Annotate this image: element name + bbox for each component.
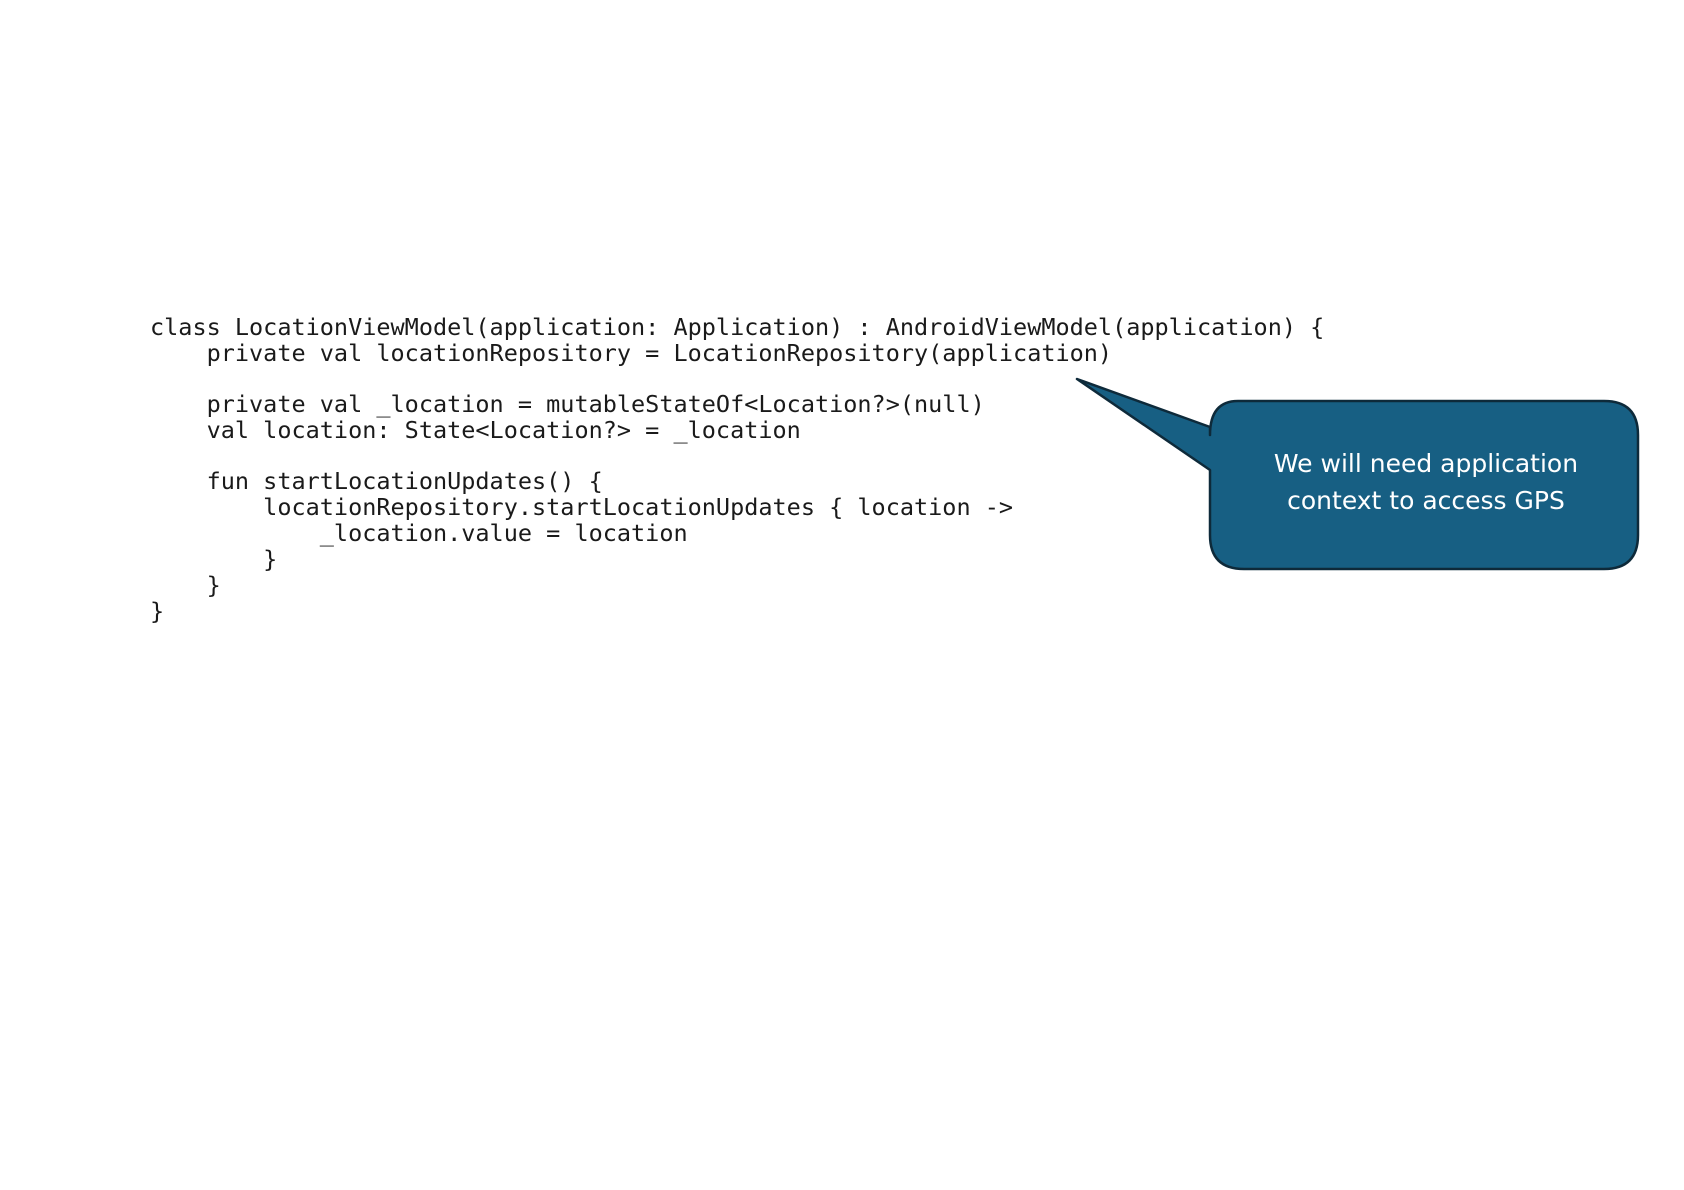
callout-text-line-1: We will need application [1273,449,1579,478]
code-line-8: locationRepository.startLocationUpdates … [150,493,1014,521]
code-line-3 [150,366,1324,391]
code-block: class LocationViewModel(application: App… [150,314,1324,624]
code-line-6 [150,443,1324,468]
code-line-4: private val _location = mutableStateOf<L… [150,390,985,418]
code-line-1: class LocationViewModel(application: App… [150,313,1325,341]
code-line-9: _location.value = location [150,519,688,547]
code-line-10: } [150,545,278,573]
code-line-11: } [150,571,221,599]
callout-text-line-2: context to access GPS [1287,486,1565,515]
code-line-7: fun startLocationUpdates() { [150,467,603,495]
code-line-5: val location: State<Location?> = _locati… [150,416,801,444]
callout-text: We will need application context to acce… [1212,445,1640,519]
code-line-2: private val locationRepository = Locatio… [150,339,1113,367]
code-line-12: } [150,597,165,625]
